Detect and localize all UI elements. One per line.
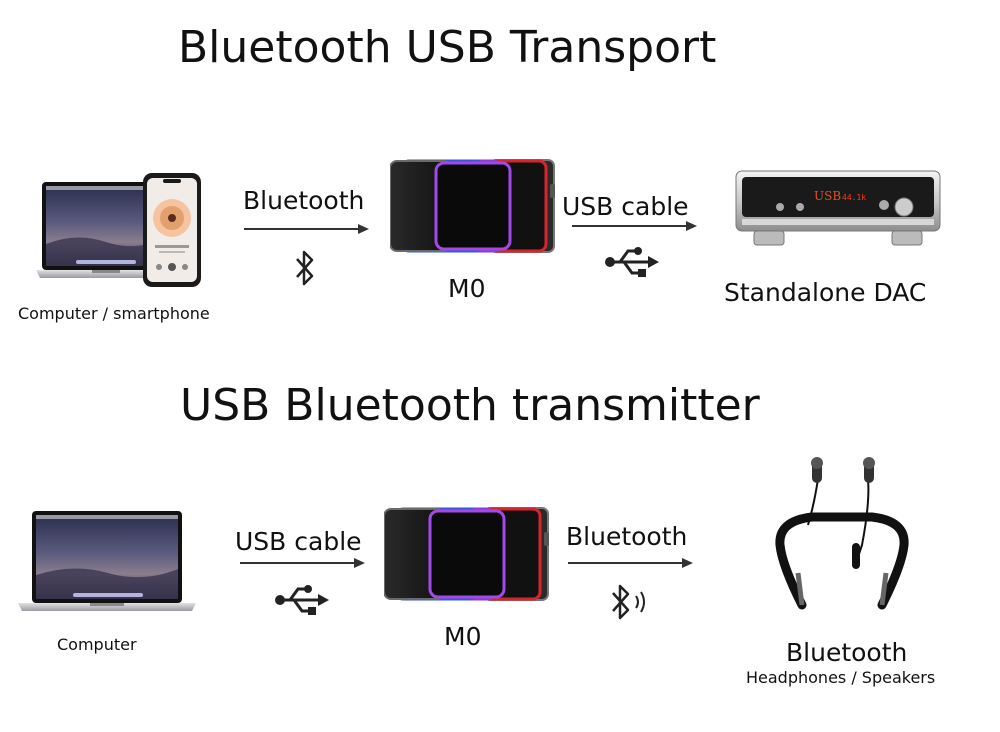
usb-link-label: USB cable (235, 527, 362, 556)
bluetooth-icon (294, 248, 316, 288)
target-label: Standalone DAC (724, 278, 927, 307)
arrow-right-icon (244, 222, 370, 236)
usb-link-label: USB cable (562, 192, 689, 221)
bluetooth-link-label: Bluetooth (243, 186, 365, 215)
target-label: Bluetooth (786, 638, 908, 667)
arrow-right-icon (568, 556, 694, 570)
laptop-icon (18, 511, 196, 617)
target-sublabel: Headphones / Speakers (746, 668, 936, 687)
usb-icon (274, 584, 330, 616)
m0-player-icon (384, 506, 552, 602)
dac-icon: USB 44.1k (734, 167, 942, 249)
section1-title: Bluetooth USB Transport (178, 22, 717, 73)
bluetooth-link-label: Bluetooth (566, 522, 688, 551)
arrow-right-icon (240, 556, 366, 570)
bluetooth-signal-icon (610, 582, 652, 622)
neckband-headphones-icon (772, 455, 912, 625)
smartphone-icon (143, 173, 201, 287)
usb-icon (604, 246, 660, 278)
arrow-right-icon (572, 219, 698, 233)
source-label: Computer (57, 635, 137, 654)
dac-logo: USB (814, 189, 841, 203)
dac-readout: 44.1k (842, 193, 866, 202)
device-label: M0 (444, 622, 482, 651)
source-label: Computer / smartphone (18, 304, 210, 323)
section2-title: USB Bluetooth transmitter (180, 380, 760, 431)
m0-player-icon (390, 158, 558, 254)
device-label: M0 (448, 274, 486, 303)
